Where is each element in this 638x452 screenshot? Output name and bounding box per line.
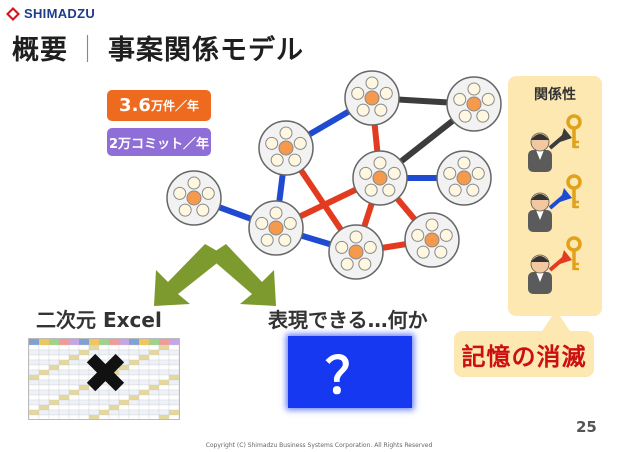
spreadsheet-grid-icon [29,339,179,419]
title-part1: 概要 [12,35,68,66]
page-title: 概要｜事案関係モデル [12,28,304,67]
case-node [166,170,222,226]
page-number: 25 [576,418,597,436]
cross-mark-icon: ✖ [82,342,129,407]
person-with-key-icon [528,236,582,294]
alternative-label: 表現できる…何か [268,308,428,332]
relation-panel: 関係性 [508,76,602,316]
commits-unit: 万件／年 [150,99,199,113]
copyright: Copyright (C) Shimadzu Business Systems … [205,442,433,449]
case-node [352,150,408,206]
logo-text: SHIMADZU [24,6,96,21]
title-part2: 事案関係モデル [108,35,304,66]
callout-text: 記憶の消滅 [461,342,587,371]
branch-arrow-left [154,244,226,306]
network-nodes [166,70,502,280]
case-node [248,200,304,256]
commits-main-value: 3.6 [119,95,151,116]
title-separator: ｜ [74,35,102,66]
case-node [446,76,502,132]
excel-label: 二次元 Excel [36,308,162,332]
company-logo: SHIMADZU [6,6,95,21]
case-node [436,150,492,206]
question-mark: ？ [325,347,375,405]
relation-title: 関係性 [534,87,576,103]
callout-pointer [540,310,572,334]
excel-spreadsheet-image [28,338,180,420]
case-node [344,70,400,126]
branch-arrow-right [208,244,276,306]
branch-arrows [154,244,276,306]
memory-loss-callout: 記憶の消滅 [454,331,594,377]
shimadzu-diamond-icon [6,6,20,21]
commits-per-year-badge: 2万コミット／年 [107,128,211,156]
case-node [328,224,384,280]
person-with-key-icon [528,114,582,172]
question-box: ？ [288,336,412,408]
case-node [258,120,314,176]
case-node [404,212,460,268]
relation-people [528,114,582,294]
person-with-key-icon [528,174,582,232]
